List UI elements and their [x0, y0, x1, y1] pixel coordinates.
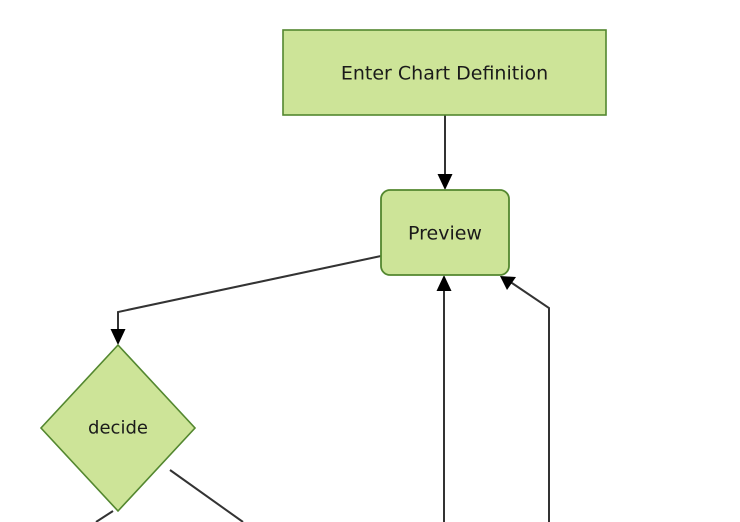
edge-decide-bottom-out[interactable] [95, 510, 114, 522]
node-decide[interactable]: decide [39, 343, 197, 513]
edge-group [95, 115, 550, 522]
edge-bottom-center-to-preview[interactable] [436, 275, 452, 522]
node-group: Enter Chart Definition Preview decide [39, 29, 607, 513]
node-preview-shape [380, 189, 510, 276]
node-decide-shape [39, 343, 197, 513]
node-decide-label: decide [88, 418, 148, 439]
node-preview-label: Preview [408, 223, 482, 245]
node-enter-chart-definition[interactable]: Enter Chart Definition [282, 29, 607, 116]
node-enter-chart-definition-shape [282, 29, 607, 116]
node-enter-chart-definition-label: Enter Chart Definition [341, 63, 548, 85]
edge-bottom-right-to-preview[interactable] [500, 276, 550, 522]
edge-preview-to-decide[interactable] [110, 255, 382, 345]
node-preview[interactable]: Preview [380, 189, 510, 276]
edge-decide-right-out[interactable] [169, 469, 244, 522]
edge-enter-to-preview[interactable] [437, 115, 453, 190]
